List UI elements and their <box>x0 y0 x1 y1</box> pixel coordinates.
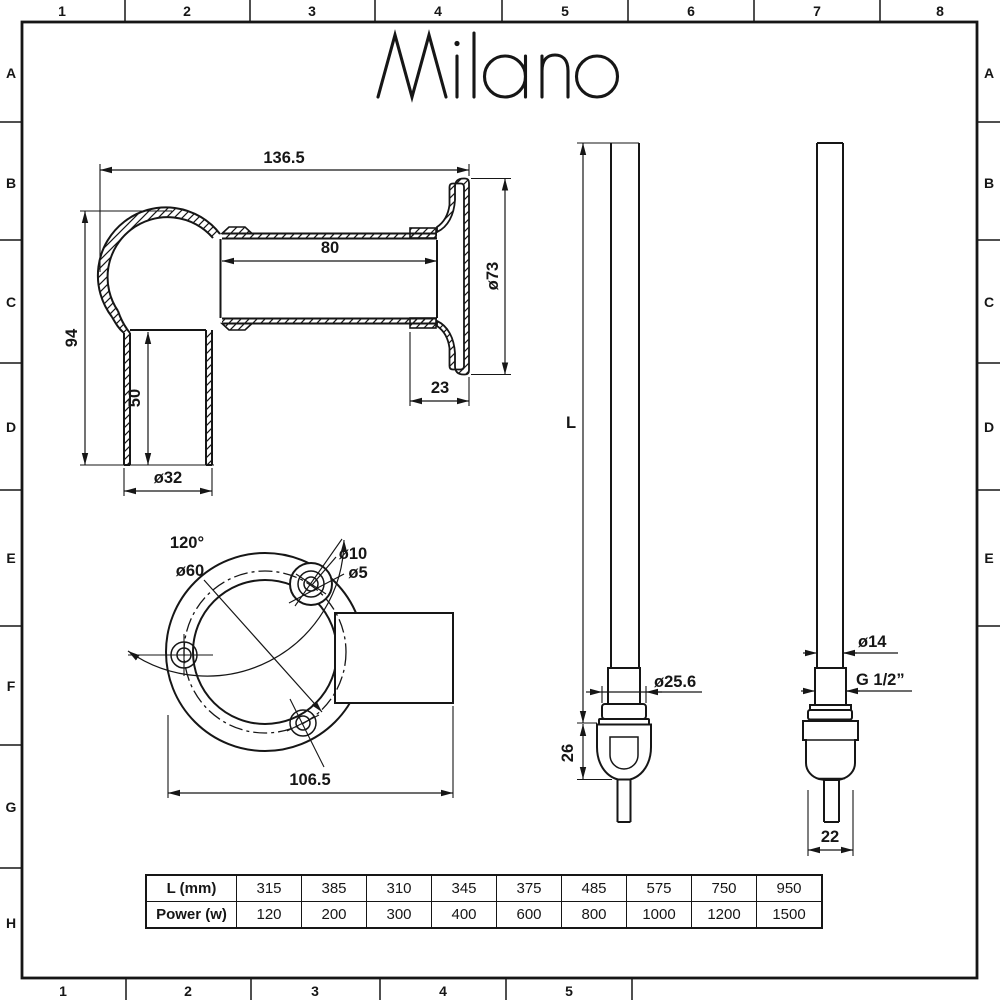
section-view: 136.5 80 ø73 23 94 50 ø32 <box>63 149 511 496</box>
spec-row-header: L (mm) <box>145 874 237 902</box>
grid-ref-label: 2 <box>184 983 192 999</box>
element-front-view: L 26 ø25.6 <box>559 142 702 823</box>
element-side-view: ø14 G 1/2” 22 <box>801 142 912 856</box>
grid-ref-label: A <box>984 65 994 81</box>
grid-ref-label: C <box>984 294 994 310</box>
dim-element-length: L <box>566 414 576 432</box>
spec-cell: 375 <box>496 874 562 902</box>
spec-cell: 1000 <box>626 901 692 929</box>
dim-tube-length: 80 <box>321 239 339 257</box>
dim-rod-diameter: ø14 <box>858 633 887 651</box>
spec-cell: 485 <box>561 874 627 902</box>
grid-ref-label: 3 <box>308 3 316 19</box>
top-grid-labels: 1 2 3 4 5 6 7 8 <box>58 3 944 19</box>
dim-hole-angle: 120° <box>170 534 204 552</box>
spec-cell: 800 <box>561 901 627 929</box>
face-view: 120° ø60 ø10 ø5 106.5 <box>127 534 454 798</box>
spec-cell: 300 <box>366 901 432 929</box>
dim-overall-height: 94 <box>63 328 81 347</box>
grid-ref-label: 4 <box>434 3 442 19</box>
top-grid-dividers <box>124 0 881 21</box>
grid-ref-label: 8 <box>936 3 944 19</box>
grid-ref-label: A <box>6 65 16 81</box>
milano-logo <box>376 29 620 103</box>
grid-ref-label: 5 <box>561 3 569 19</box>
spec-cell: 385 <box>301 874 367 902</box>
spec-row-power: Power (w) 120 200 300 400 600 800 1000 1… <box>145 901 823 929</box>
spec-cell: 400 <box>431 901 497 929</box>
grid-ref-label: F <box>7 678 16 694</box>
grid-ref-label: 5 <box>565 983 573 999</box>
dim-pipe-length: 50 <box>126 389 144 407</box>
grid-ref-label: 4 <box>439 983 447 999</box>
spec-row-length: L (mm) 315 385 310 345 375 485 575 750 9… <box>145 874 823 902</box>
spec-cell: 950 <box>756 874 823 902</box>
grid-ref-label: 7 <box>813 3 821 19</box>
grid-ref-label: 1 <box>59 983 67 999</box>
bottom-grid-dividers <box>125 979 633 1000</box>
spec-cell: 200 <box>301 901 367 929</box>
spec-cell: 315 <box>236 874 302 902</box>
grid-ref-label: H <box>6 915 16 931</box>
dim-face-width: 106.5 <box>289 771 330 789</box>
grid-ref-label: B <box>984 175 994 191</box>
grid-ref-label: 2 <box>183 3 191 19</box>
grid-ref-label: B <box>6 175 16 191</box>
grid-ref-label: E <box>984 550 993 566</box>
dim-head-height: 26 <box>559 744 577 762</box>
section-view-dimensions: 136.5 80 ø73 23 94 50 ø32 <box>63 149 511 496</box>
grid-ref-label: 3 <box>311 983 319 999</box>
dim-hole-inner: ø5 <box>348 564 367 582</box>
dim-overall-width: 136.5 <box>263 149 304 167</box>
spec-cell: 750 <box>691 874 757 902</box>
dim-thread-size: G 1/2” <box>856 671 905 689</box>
grid-ref-label: D <box>6 419 16 435</box>
right-grid-labels: A B C D E <box>984 65 994 566</box>
spec-table: L (mm) 315 385 310 345 375 485 575 750 9… <box>145 874 823 929</box>
dim-flange-depth: 23 <box>431 379 449 397</box>
left-grid-labels: A B C D E F G H <box>6 65 17 931</box>
spec-cell: 575 <box>626 874 692 902</box>
spec-cell: 1200 <box>691 901 757 929</box>
right-grid-dividers <box>978 121 1000 627</box>
dim-cap-width: 22 <box>821 828 839 846</box>
spec-cell: 1500 <box>756 901 823 929</box>
spec-row-header: Power (w) <box>145 901 237 929</box>
grid-ref-label: E <box>6 550 15 566</box>
grid-ref-label: G <box>6 799 17 815</box>
spec-cell: 120 <box>236 901 302 929</box>
grid-ref-label: 6 <box>687 3 695 19</box>
spec-cell: 600 <box>496 901 562 929</box>
dim-nut-diameter: ø25.6 <box>654 673 696 691</box>
grid-ref-label: C <box>6 294 16 310</box>
bottom-grid-labels: 1 2 3 4 5 <box>59 983 573 999</box>
spec-cell: 310 <box>366 874 432 902</box>
grid-ref-label: 1 <box>58 3 66 19</box>
left-grid-dividers <box>0 121 21 869</box>
dim-pipe-diameter: ø32 <box>154 469 182 487</box>
spec-cell: 345 <box>431 874 497 902</box>
dim-hole-outer: ø10 <box>339 545 367 563</box>
dim-flange-diameter: ø73 <box>484 262 502 290</box>
dim-bolt-circle: ø60 <box>176 562 204 580</box>
grid-ref-label: D <box>984 419 994 435</box>
